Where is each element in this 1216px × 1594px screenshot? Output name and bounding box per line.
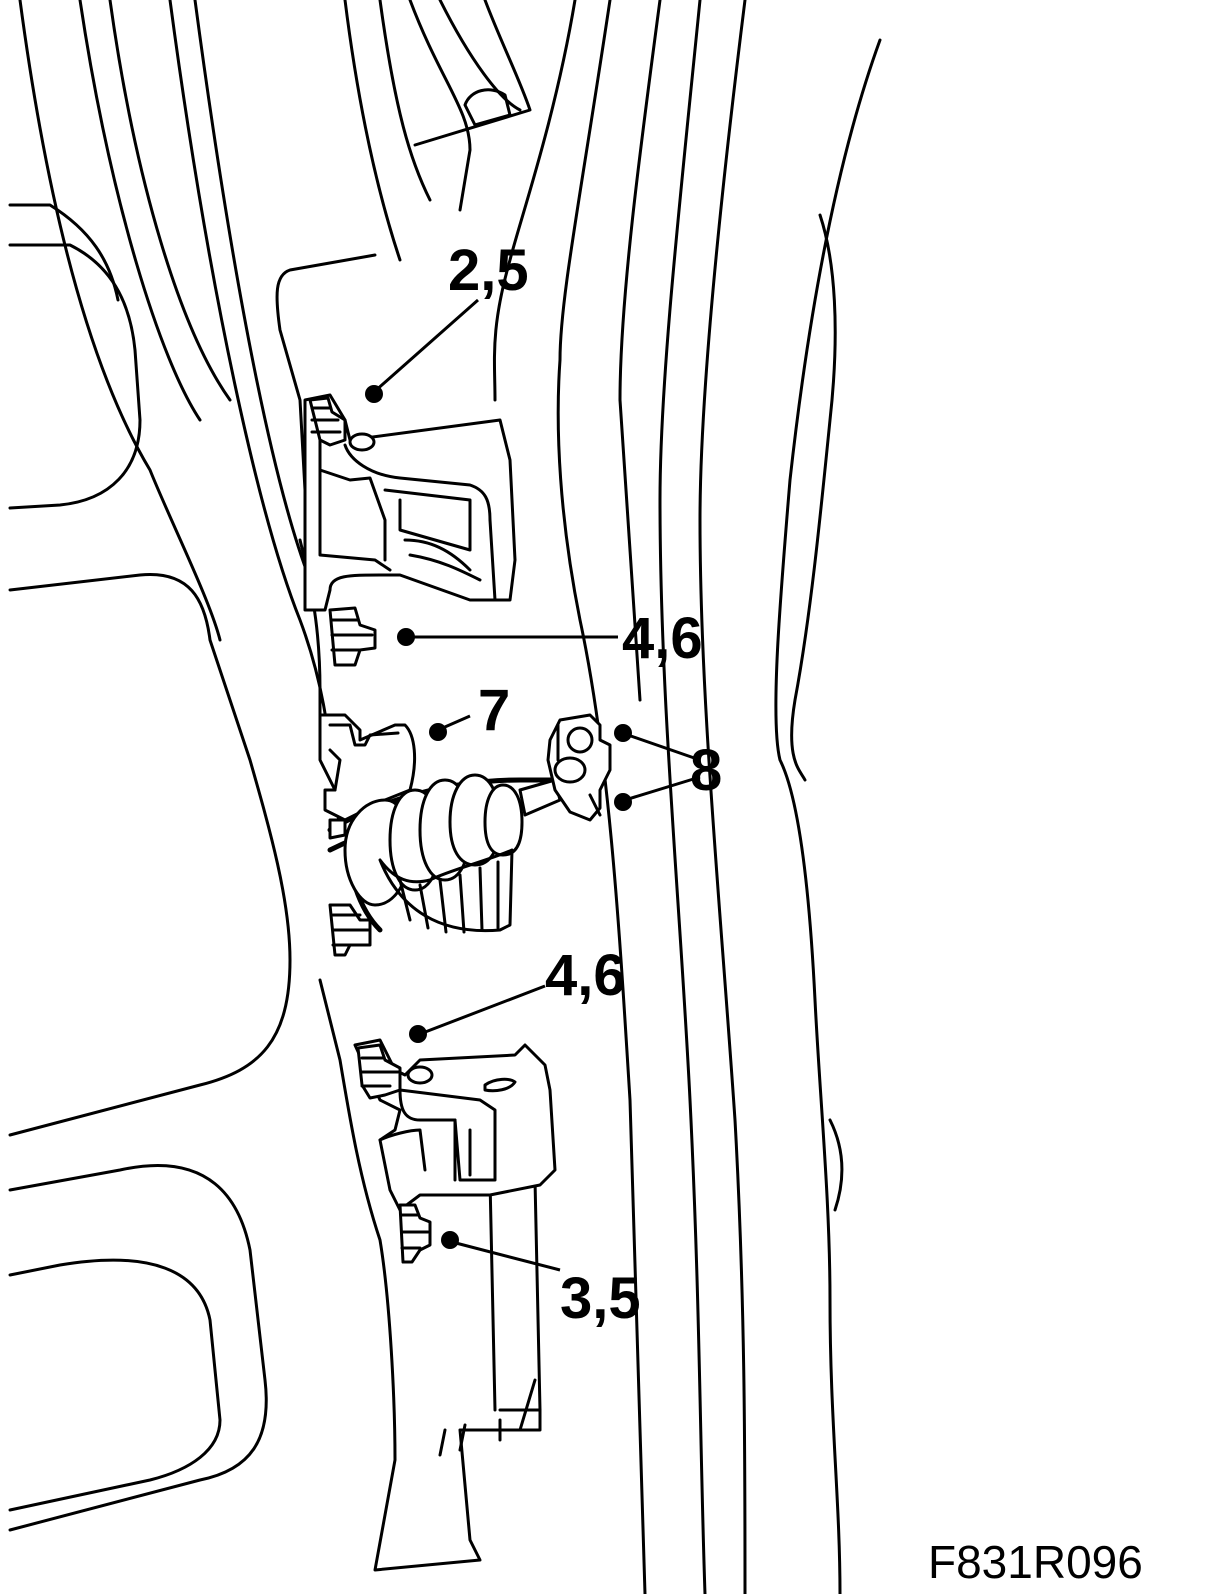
callout-3-5: 3,5 [560,1266,641,1331]
pillar-trim-panel [275,253,542,1572]
bolt-lower-icon [398,1203,432,1264]
callout-4-6-upper: 4,6 [622,606,703,671]
callout-8: 8 [690,738,722,803]
bolt-upper-icon [328,606,377,667]
figure-code: F831R096 [928,1536,1143,1588]
vehicle-body-outline [8,0,882,1594]
door-hinge-lower-icon [353,1038,557,1212]
wiring-harness-boot-icon [318,713,562,957]
callout-leaders [365,298,701,1272]
callout-2-5: 2,5 [448,238,529,303]
connector-icon [546,713,612,822]
callout-4-6-lower: 4,6 [545,943,626,1008]
door-hinge-upper-icon [303,393,517,612]
callout-7: 7 [478,678,510,743]
